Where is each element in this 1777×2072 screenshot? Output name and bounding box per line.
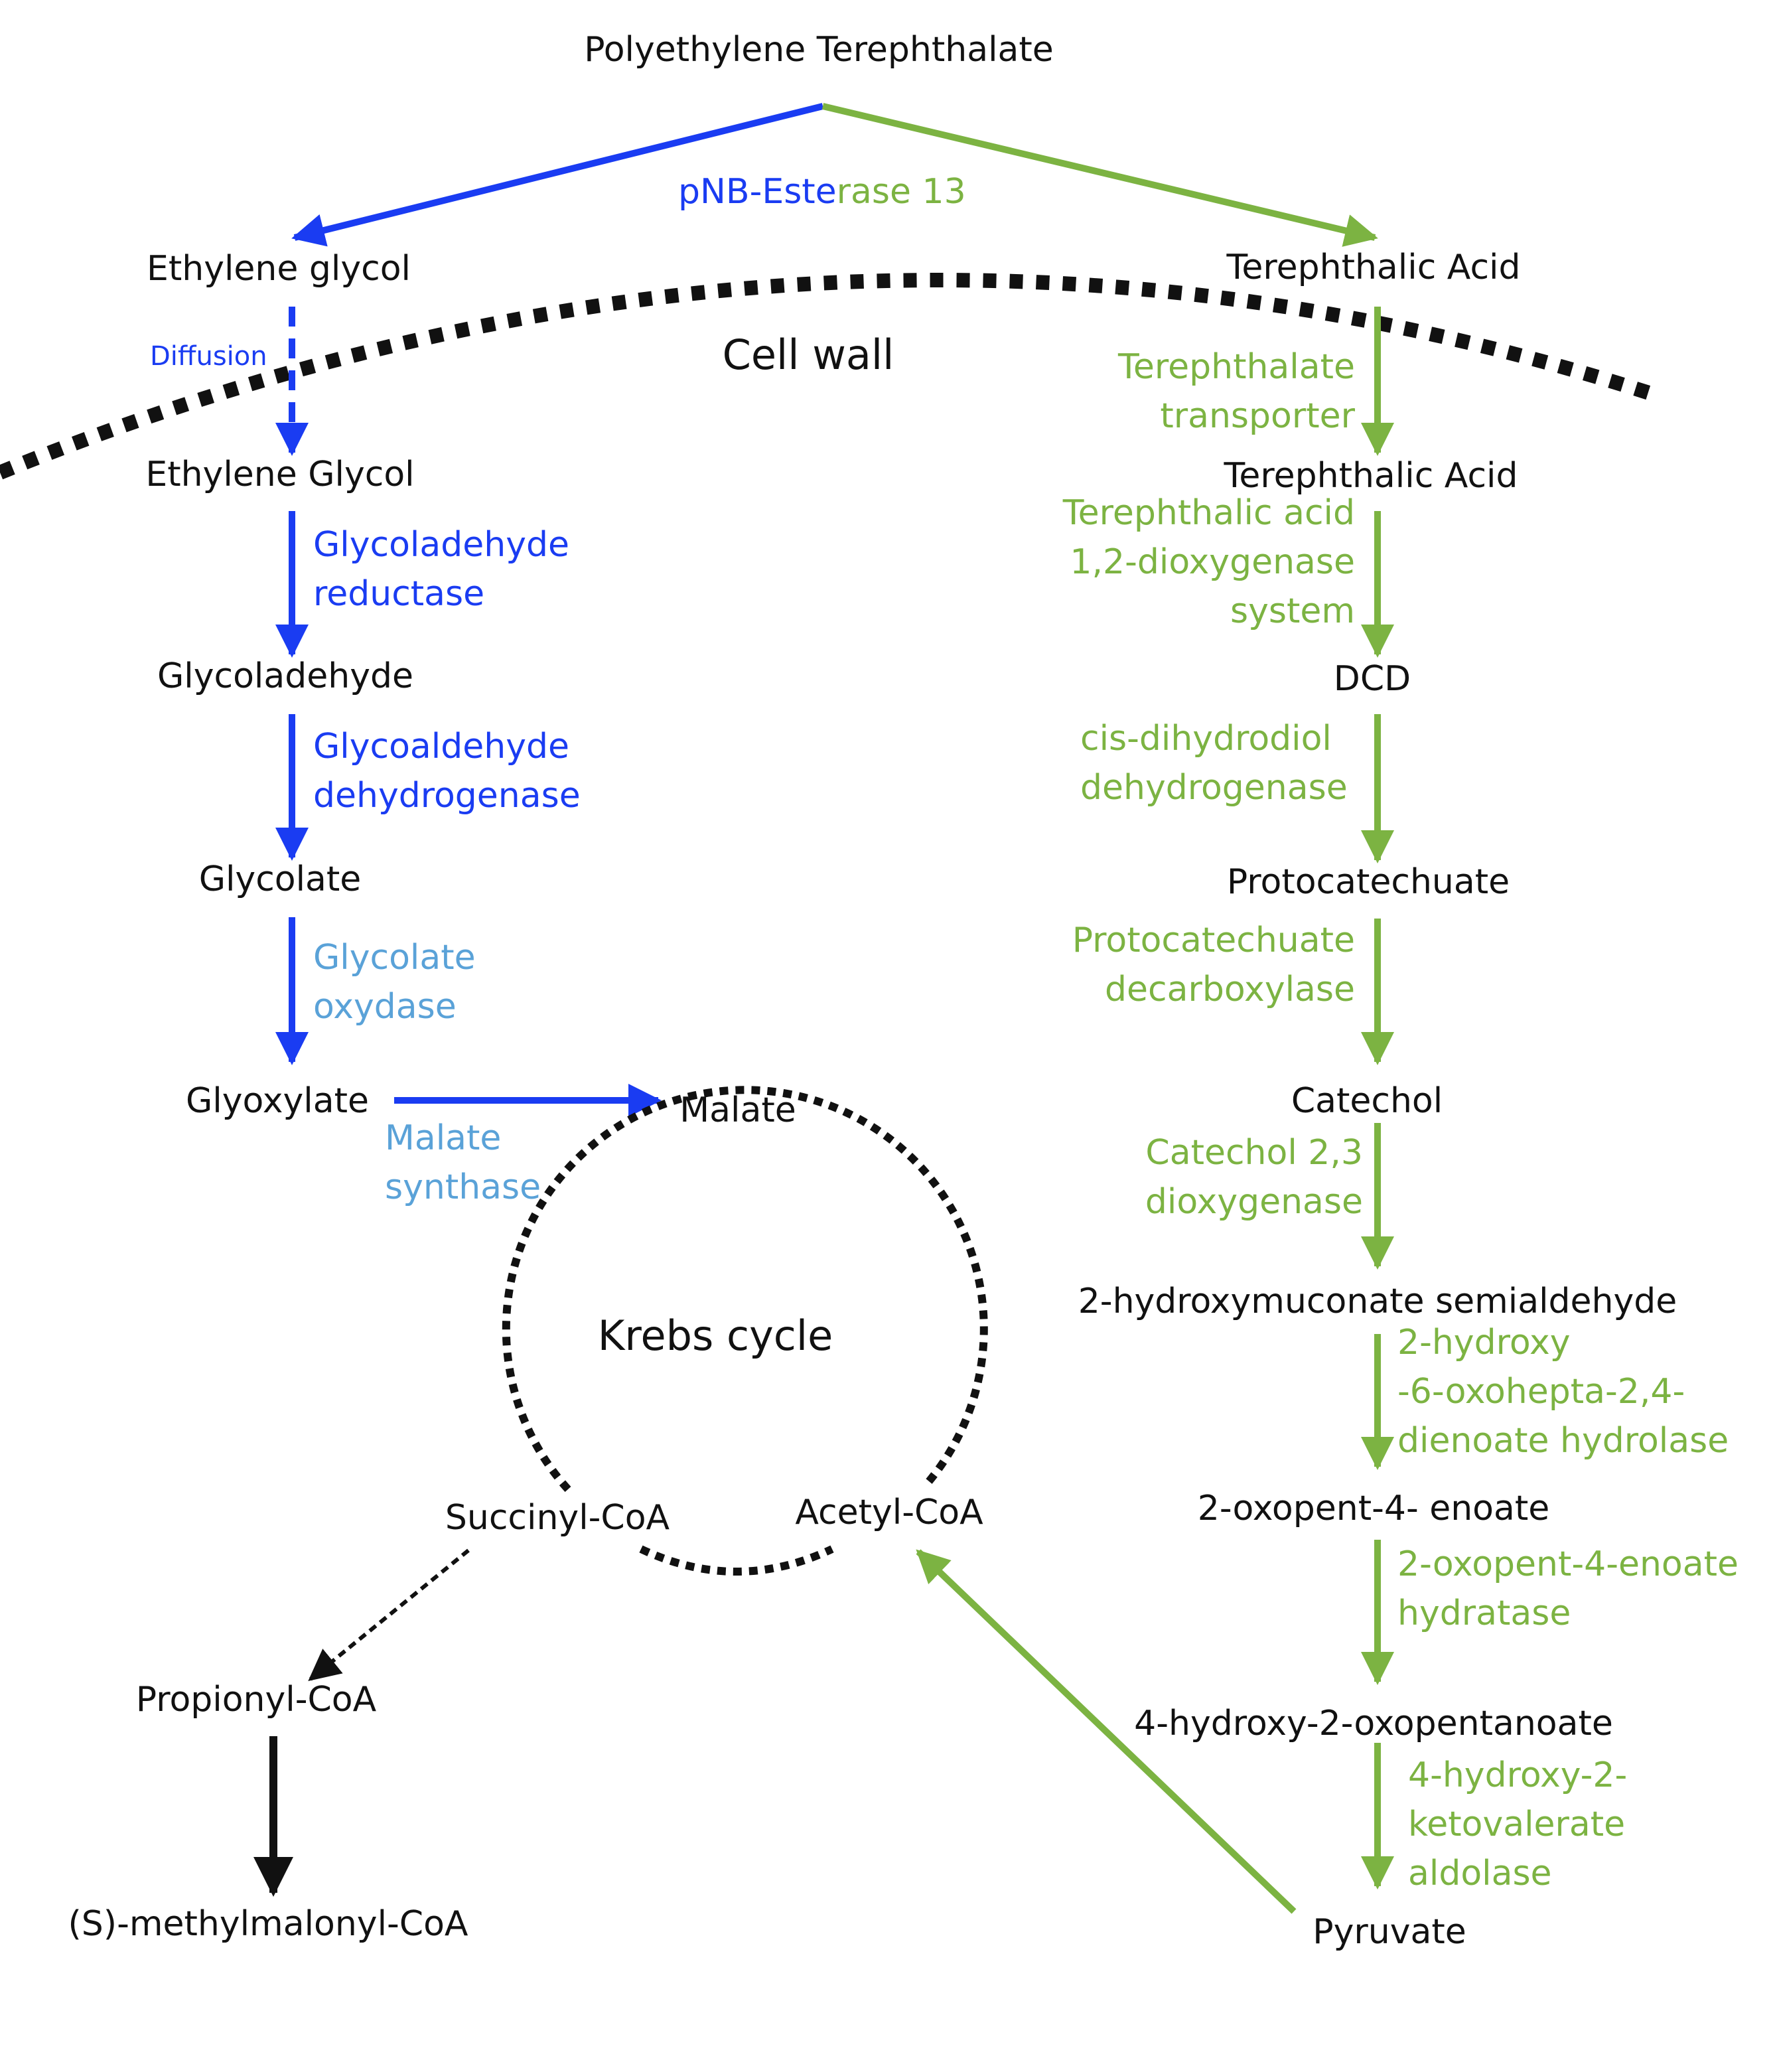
node-s-methylmalonyl-coa: (S)-methylmalonyl-CoA — [68, 1904, 468, 1944]
enzyme-aldolase-line3: aldolase — [1408, 1854, 1552, 1893]
enzyme-catechol-dioxygenase-line2: dioxygenase — [1145, 1182, 1363, 1222]
node-glycoladehyde: Glycoladehyde — [157, 656, 413, 696]
node-propionyl-coa: Propionyl-CoA — [136, 1680, 377, 1720]
enzyme-hydrolase-line1: 2-hydroxy — [1397, 1323, 1571, 1363]
enzyme-hydrolase-line2: -6-oxohepta-2,4- — [1397, 1372, 1685, 1412]
enzyme-aldolase-line2: ketovalerate — [1408, 1805, 1625, 1844]
node-glyoxylate: Glyoxylate — [186, 1081, 369, 1121]
enzyme-ta-dioxygenase-line3: system — [1230, 591, 1355, 631]
enzyme-cis-dihydrodiol-dehydrogenase-line2: dehydrogenase — [1080, 768, 1348, 808]
enzyme-malate-synthase-line1: Malate — [385, 1118, 501, 1158]
enzyme-glycolate-oxydase-line2: oxydase — [313, 987, 457, 1027]
cell-wall-membrane — [0, 273, 1652, 480]
node-protocatechuate: Protocatechuate — [1227, 862, 1510, 902]
node-terephthalic-acid-outside: Terephthalic Acid — [1226, 248, 1520, 287]
node-ethylene-glycol-outside: Ethylene glycol — [147, 249, 411, 289]
node-pyruvate: Pyruvate — [1313, 1912, 1466, 1952]
enzyme-protocatechuate-decarboxylase-line2: decarboxylase — [1105, 970, 1355, 1009]
node-succinyl-coa: Succinyl-CoA — [445, 1498, 670, 1538]
krebs-cycle-label: Krebs cycle — [598, 1311, 833, 1360]
node-ethylene-glycol-inside: Ethylene Glycol — [145, 455, 414, 494]
arrow-pyruvate-to-acetyl-coa — [916, 1549, 1297, 1914]
enzyme-terephthalate-transporter-line1: Terephthalate — [1117, 347, 1355, 387]
node-4-hydroxy-2-oxopentanoate: 4-hydroxy-2-oxopentanoate — [1134, 1704, 1613, 1743]
enzyme-hydratase-line2: hydratase — [1397, 1593, 1571, 1633]
node-catechol: Catechol — [1291, 1081, 1443, 1121]
node-glycolate: Glycolate — [199, 859, 362, 899]
enzyme-glycoaldehyde-dehydrogenase-line2: dehydrogenase — [313, 776, 581, 816]
node-dcd: DCD — [1334, 659, 1411, 699]
enzyme-aldolase-line1: 4-hydroxy-2- — [1408, 1755, 1627, 1795]
arrow-succinyl-to-propionyl — [308, 1548, 470, 1682]
enzyme-pnb-esterase-13: pNB-Esterase 13 — [678, 172, 966, 212]
enzyme-malate-synthase-line2: synthase — [385, 1167, 541, 1207]
node-2-oxopent-4-enoate: 2-oxopent-4- enoate — [1198, 1489, 1550, 1528]
enzyme-glycoaldehyde-dehydrogenase-line1: Glycoaldehyde — [313, 727, 569, 767]
label-diffusion: Diffusion — [150, 341, 267, 372]
arrow-pet-to-ethylene-glycol — [291, 103, 824, 247]
enzyme-glycoladehyde-reductase-line2: reductase — [313, 574, 484, 614]
node-acetyl-coa: Acetyl-CoA — [795, 1493, 983, 1532]
enzyme-ta-dioxygenase-line1: Terephthalic acid — [1062, 493, 1355, 533]
cell-wall-label: Cell wall — [723, 331, 894, 379]
node-polyethylene-terephthalate: Polyethylene Terephthalate — [584, 30, 1054, 70]
enzyme-glycoladehyde-reductase-line1: Glycoladehyde — [313, 525, 569, 565]
enzyme-glycolate-oxydase-line1: Glycolate — [313, 938, 476, 978]
enzyme-terephthalate-transporter-line2: transporter — [1160, 396, 1355, 436]
node-terephthalic-acid-inside: Terephthalic Acid — [1223, 456, 1518, 496]
enzyme-catechol-dioxygenase-line1: Catechol 2,3 — [1145, 1133, 1363, 1173]
arrow-pet-to-terephthalic-acid — [821, 103, 1378, 247]
enzyme-protocatechuate-decarboxylase-line1: Protocatechuate — [1072, 921, 1355, 960]
enzyme-hydratase-line1: 2-oxopent-4-enoate — [1397, 1544, 1739, 1584]
enzyme-hydrolase-line3: dienoate hydrolase — [1397, 1421, 1729, 1461]
enzyme-ta-dioxygenase-line2: 1,2-dioxygenase — [1070, 542, 1355, 582]
node-2-hydroxymuconate-semialdehyde: 2-hydroxymuconate semialdehyde — [1078, 1282, 1677, 1321]
krebs-cycle-upper-arc — [502, 1086, 988, 1493]
krebs-cycle-lower-arc — [639, 1545, 834, 1576]
node-malate: Malate — [679, 1090, 796, 1130]
enzyme-cis-dihydrodiol-dehydrogenase-line1: cis-dihydrodiol — [1080, 719, 1332, 759]
